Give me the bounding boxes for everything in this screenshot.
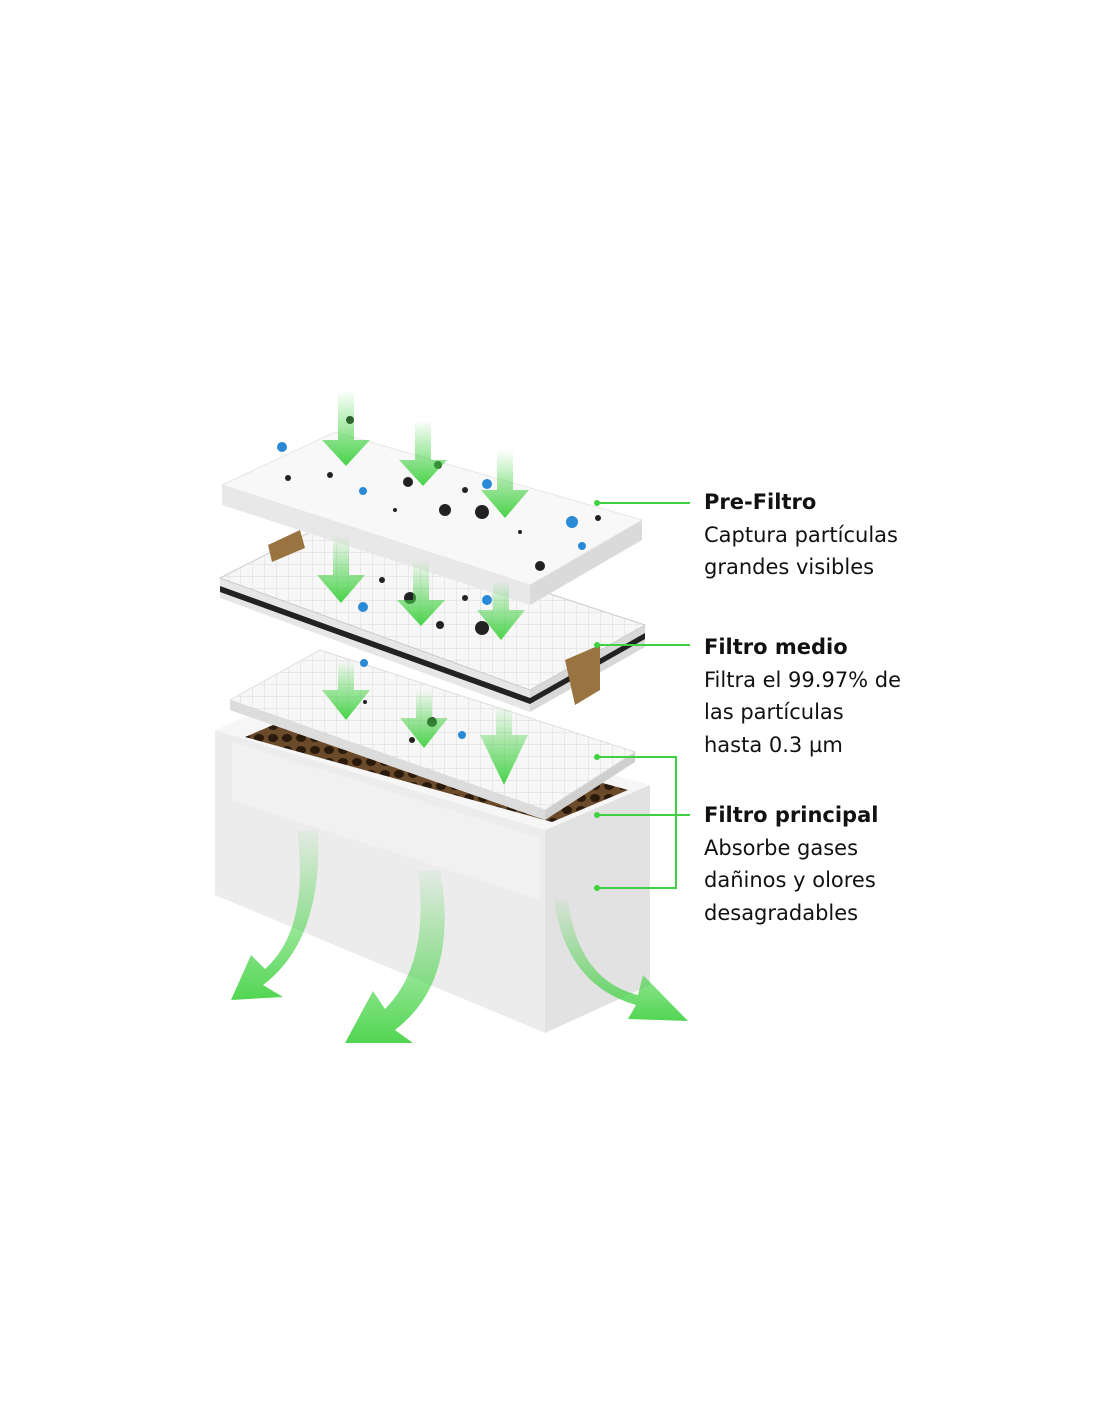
medium-filter-plate xyxy=(218,521,647,712)
main-filter-label: Filtro principal Absorbe gases dañinos y… xyxy=(704,799,878,929)
medium-filter-desc-1: Filtra el 99.97% de xyxy=(704,667,902,692)
main-filter-desc-3: desagradables xyxy=(704,900,859,925)
pre-filter-title: Pre-Filtro xyxy=(704,490,817,514)
leader-lines xyxy=(597,502,690,889)
medium-filter-desc-2: las partículas xyxy=(704,700,844,724)
main-filter-desc-2: dañinos y olores xyxy=(704,868,876,892)
airflow-arrows-in xyxy=(317,390,529,785)
main-filter-desc-1: Absorbe gases xyxy=(704,835,859,860)
pre-filter-label: Pre-Filtro Captura partículas grandes vi… xyxy=(704,486,898,584)
medium-filter-title: Filtro medio xyxy=(704,635,848,659)
virus-particles xyxy=(277,442,586,739)
airflow-arrows-out xyxy=(231,830,688,1043)
main-filter-title: Filtro principal xyxy=(704,803,879,827)
medium-filter-desc-3: hasta 0.3 µm xyxy=(704,732,843,757)
pre-filter-plate xyxy=(220,431,644,605)
pre-filter-desc-2: grandes visibles xyxy=(704,555,875,579)
pre-filter-desc-1: Captura partículas xyxy=(704,522,898,547)
leader-dots xyxy=(594,500,600,891)
medium-filter-label: Filtro medio Filtra el 99.97% de las par… xyxy=(704,631,901,761)
